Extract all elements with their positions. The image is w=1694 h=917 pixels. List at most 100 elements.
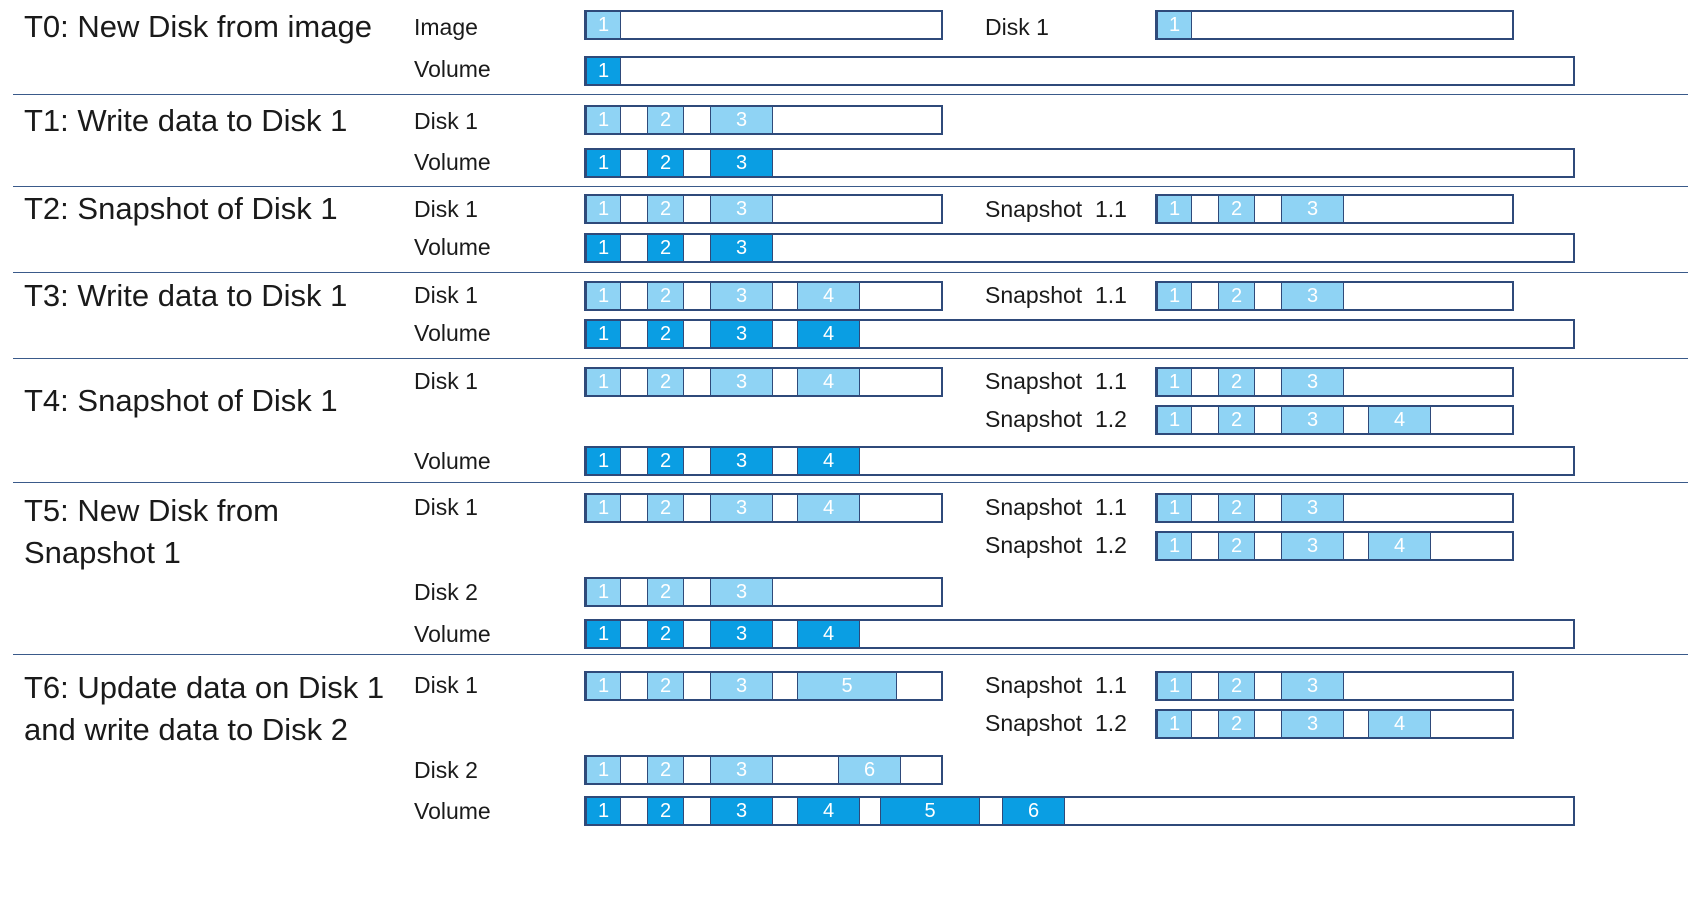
row-label: Disk 1 [414, 368, 478, 394]
row-label: Disk 1 [414, 196, 478, 222]
data-block: 1 [1157, 283, 1192, 309]
data-block: 3 [1281, 369, 1344, 395]
row-label: Snapshot 1.1 [985, 282, 1127, 308]
data-block: 1 [586, 12, 621, 38]
data-block: 2 [1218, 533, 1255, 559]
data-block: 2 [1218, 283, 1255, 309]
data-block: 4 [797, 621, 860, 647]
data-block: 4 [1368, 407, 1431, 433]
data-block: 1 [586, 235, 621, 261]
row-label: Snapshot 1.2 [985, 710, 1127, 736]
data-block: 1 [586, 369, 621, 395]
data-block: 1 [586, 283, 621, 309]
row-label: Disk 1 [414, 108, 478, 134]
data-block: 1 [586, 150, 621, 176]
data-block: 3 [710, 107, 773, 133]
stage-title: T3: Write data to Disk 1 [24, 278, 348, 313]
data-block: 2 [647, 621, 684, 647]
data-block: 4 [797, 798, 860, 824]
data-block: 3 [710, 621, 773, 647]
data-block: 2 [647, 369, 684, 395]
data-block: 1 [1157, 533, 1192, 559]
data-block: 1 [586, 757, 621, 783]
data-block: 3 [710, 150, 773, 176]
data-block: 3 [710, 448, 773, 474]
data-block: 1 [1157, 495, 1192, 521]
data-block: 5 [797, 673, 897, 699]
data-block: 2 [647, 673, 684, 699]
data-block: 2 [647, 798, 684, 824]
data-block: 2 [647, 150, 684, 176]
data-block: 1 [1157, 196, 1192, 222]
stage-divider [13, 482, 1688, 483]
storage-track: 1 [584, 10, 943, 40]
data-block: 1 [1157, 673, 1192, 699]
data-block: 1 [1157, 12, 1192, 38]
row-label: Disk 1 [414, 672, 478, 698]
row-label: Snapshot 1.2 [985, 406, 1127, 432]
data-block: 2 [647, 235, 684, 261]
data-block: 3 [710, 196, 773, 222]
data-block: 3 [710, 283, 773, 309]
row-label: Snapshot 1.1 [985, 672, 1127, 698]
data-block: 2 [647, 196, 684, 222]
stage-title: T2: Snapshot of Disk 1 [24, 191, 338, 226]
row-label: Volume [414, 448, 491, 474]
row-label: Disk 2 [414, 757, 478, 783]
data-block: 2 [1218, 673, 1255, 699]
row-label: Snapshot 1.1 [985, 196, 1127, 222]
storage-track: 1 [584, 56, 1575, 86]
stage-divider [13, 186, 1688, 187]
storage-track: 1 [1155, 10, 1514, 40]
data-block: 1 [586, 495, 621, 521]
row-label: Image [414, 14, 478, 40]
data-block: 3 [710, 673, 773, 699]
row-label: Disk 1 [414, 282, 478, 308]
row-label: Disk 2 [414, 579, 478, 605]
data-block: 6 [1002, 798, 1065, 824]
row-label: Disk 1 [414, 494, 478, 520]
data-block: 4 [797, 448, 860, 474]
row-label: Volume [414, 56, 491, 82]
data-block: 3 [710, 495, 773, 521]
data-block: 3 [710, 579, 773, 605]
stage-title: T0: New Disk from image [24, 9, 372, 44]
data-block: 4 [797, 495, 860, 521]
data-block: 2 [647, 448, 684, 474]
data-block: 3 [1281, 196, 1344, 222]
data-block: 3 [710, 369, 773, 395]
data-block: 1 [586, 321, 621, 347]
stage-title: T4: Snapshot of Disk 1 [24, 383, 338, 418]
data-block: 1 [586, 621, 621, 647]
data-block: 3 [1281, 711, 1344, 737]
data-block: 2 [647, 321, 684, 347]
data-block: 2 [1218, 711, 1255, 737]
stage-title: T6: Update data on Disk 1 and write data… [24, 670, 385, 747]
row-label: Volume [414, 234, 491, 260]
data-block: 1 [1157, 369, 1192, 395]
stage-title: T1: Write data to Disk 1 [24, 103, 348, 138]
data-block: 3 [710, 235, 773, 261]
data-block: 2 [647, 757, 684, 783]
data-block: 1 [1157, 711, 1192, 737]
data-block: 4 [797, 321, 860, 347]
row-label: Disk 1 [985, 14, 1049, 40]
stage-divider [13, 272, 1688, 273]
data-block: 1 [586, 673, 621, 699]
